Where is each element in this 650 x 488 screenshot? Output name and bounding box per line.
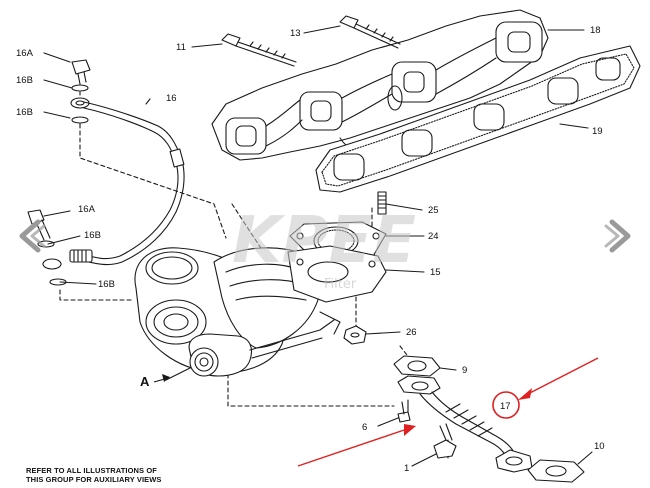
chevron-left-icon xyxy=(19,219,46,253)
callout-9: 9 xyxy=(462,365,467,376)
callout-17-highlight xyxy=(492,391,520,419)
bolt-6 xyxy=(377,399,411,427)
callout-26: 26 xyxy=(406,327,417,338)
auxiliary-views-note: REFER TO ALL ILLUSTRATIONS OF THIS GROUP… xyxy=(26,466,162,484)
previous-image-button[interactable] xyxy=(10,216,50,256)
turbocharger-assembly xyxy=(134,245,425,377)
leader-lines xyxy=(43,25,589,381)
callout-13: 13 xyxy=(290,28,301,39)
callout-24: 24 xyxy=(428,231,439,242)
exhaust-manifold xyxy=(211,9,549,161)
oil-supply-line xyxy=(69,101,185,266)
callout-18: 18 xyxy=(590,25,601,36)
callout-16A-left: 16A xyxy=(78,204,96,215)
callout-11: 11 xyxy=(176,42,186,53)
bolt-1 xyxy=(411,423,457,467)
footer-note-line-1: REFER TO ALL ILLUSTRATIONS OF xyxy=(26,466,157,475)
nut-26 xyxy=(343,325,401,345)
callout-17: 17 xyxy=(500,401,511,412)
chevron-right-icon xyxy=(604,219,631,253)
oil-fitting-top xyxy=(70,59,91,124)
oil-drain-tube xyxy=(397,375,533,473)
bolt-13 xyxy=(339,15,401,49)
view-A-label: A xyxy=(140,374,150,389)
watermark: KPEE Filter xyxy=(232,204,416,292)
stud-25 xyxy=(377,191,423,215)
callout-16B-top-2: 16B xyxy=(16,107,33,118)
highlight-arrows xyxy=(297,357,599,467)
callout-25: 25 xyxy=(428,205,439,216)
bolt-11 xyxy=(221,33,297,67)
callout-16: 16 xyxy=(166,93,177,104)
gasket-10 xyxy=(527,451,593,483)
callout-16B-top-1: 16B xyxy=(16,75,33,86)
callout-16B-left-1: 16B xyxy=(84,230,101,241)
callout-16B-left-2: 16B xyxy=(98,279,115,290)
watermark-brand: KPEE xyxy=(232,204,416,278)
footer-note-line-2: THIS GROUP FOR AUXILIARY VIEWS xyxy=(26,475,162,484)
callout-19: 19 xyxy=(592,126,603,137)
callout-1: 1 xyxy=(404,463,409,474)
callout-16A-top: 16A xyxy=(16,48,34,59)
callout-15: 15 xyxy=(430,267,441,278)
next-image-button[interactable] xyxy=(600,216,640,256)
gasket-9 xyxy=(393,355,457,377)
callout-6: 6 xyxy=(362,422,367,433)
callout-labels: 16A 16B 16B 16 11 13 18 19 16A 16B 16B 2… xyxy=(16,25,605,474)
manifold-gasket xyxy=(315,45,641,193)
watermark-tagline: Filter xyxy=(324,277,357,292)
callout-10: 10 xyxy=(594,441,605,452)
